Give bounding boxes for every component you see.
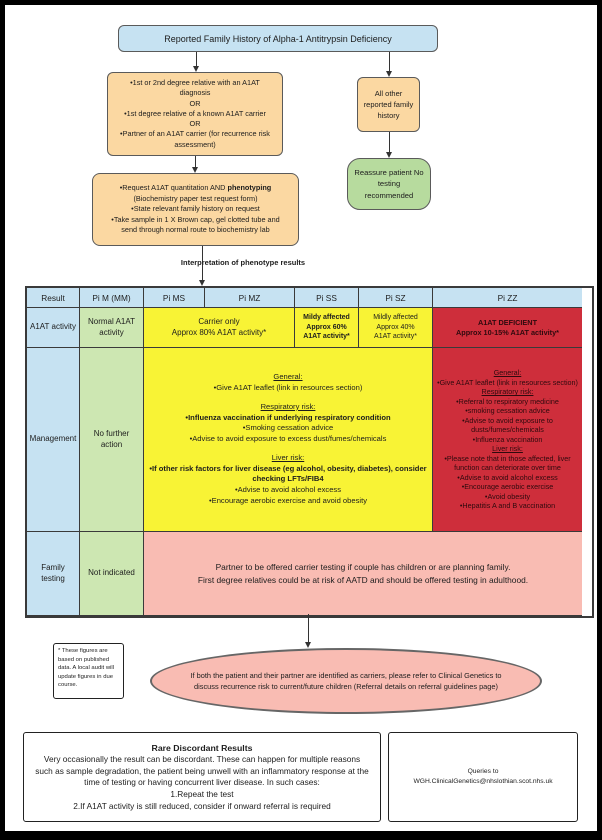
table-header-result: Result — [27, 288, 80, 308]
discordant-body: Very occasionally the result can be disc… — [35, 754, 369, 811]
page-title: Reported Family History of Alpha-1 Antit… — [164, 33, 392, 44]
arrow-title-to-criteria — [191, 52, 200, 72]
arrow-request-to-table — [197, 246, 206, 286]
arrow-other-to-reassure — [384, 132, 393, 158]
title-box: Reported Family History of Alpha-1 Antit… — [118, 25, 438, 52]
table-header-pi-zz: Pi ZZ — [433, 288, 582, 308]
table-header-pi-ms: Pi MS — [144, 288, 205, 308]
other-history-text: All other reported family history — [363, 88, 414, 121]
arrow-table-to-ellipse — [303, 614, 312, 648]
footnote-box: * These figures are based on published d… — [53, 643, 124, 699]
interpretation-label: Interpretation of phenotype results — [180, 258, 306, 267]
discordant-box: Rare Discordant Results Very occasionall… — [23, 732, 381, 822]
cell-family-info: Partner to be offered carrier testing if… — [144, 532, 582, 616]
row-label-management: Management — [27, 348, 80, 532]
request-box: •Request A1AT quantitation AND phenotypi… — [92, 173, 299, 246]
footnote-text: * These figures are based on published d… — [58, 648, 114, 689]
table-header-pi-m: Pi M (MM) — [80, 288, 144, 308]
arrow-criteria-to-request — [190, 156, 199, 173]
cell-family-pim: Not indicated — [80, 532, 144, 616]
table-header-pi-sz: Pi SZ — [359, 288, 433, 308]
table-header-pi-ss: Pi SS — [295, 288, 359, 308]
arrow-title-to-other — [384, 52, 393, 77]
referral-text: If both the patient and their partner ar… — [190, 670, 502, 691]
phenotype-table: Result Pi M (MM) Pi MS Pi MZ Pi SS Pi SZ… — [25, 286, 594, 618]
cell-activity-pim: Normal A1AT activity — [80, 308, 144, 348]
reassure-text: Reassure patient No testing recommended — [354, 167, 424, 200]
other-history-box: All other reported family history — [357, 77, 420, 132]
cell-management-zz: General:•Give A1AT leaflet (link in reso… — [433, 348, 582, 532]
discordant-title: Rare Discordant Results — [151, 742, 253, 753]
row-label-a1at-activity: A1AT activity — [27, 308, 80, 348]
row-label-family-testing: Family testing — [27, 532, 80, 616]
referral-ellipse: If both the patient and their partner ar… — [150, 648, 542, 714]
cell-management-pim: No further action — [80, 348, 144, 532]
table-header-pi-mz: Pi MZ — [205, 288, 295, 308]
cell-management-carriers: General:•Give A1AT leaflet (link in reso… — [144, 348, 433, 532]
reassure-box: Reassure patient No testing recommended — [347, 158, 431, 210]
criteria-box: •1st or 2nd degree relative with an A1AT… — [107, 72, 283, 156]
